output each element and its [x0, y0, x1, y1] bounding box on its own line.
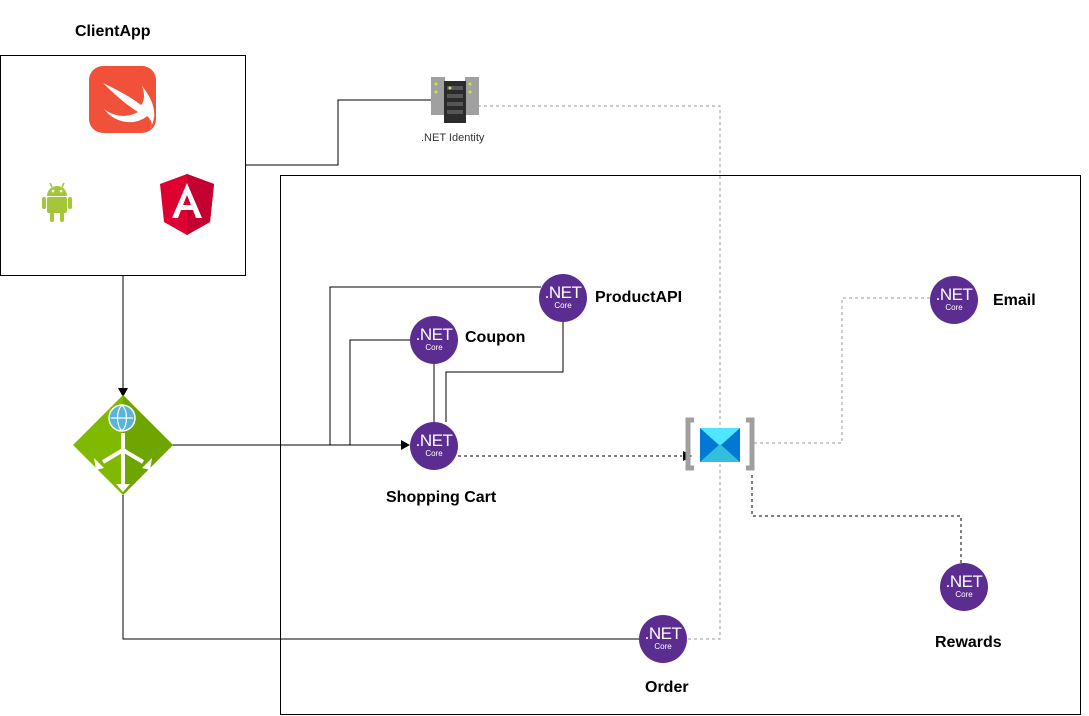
coupon-net-icon: .NET Core [410, 316, 458, 364]
angular-icon [160, 174, 214, 235]
order-label: Order [645, 679, 689, 696]
core-text: Core [425, 343, 443, 352]
net-text: .NET [644, 624, 682, 643]
coupon-label: Coupon [465, 329, 526, 346]
bus-to-rewards-line [751, 475, 962, 563]
bus-to-email-line [754, 297, 931, 444]
email-net-icon: .NET Core [930, 276, 978, 324]
rewards-net-icon: .NET Core [940, 563, 988, 611]
net-text: .NET [945, 572, 983, 591]
productapi-net-icon: .NET Core [539, 274, 587, 322]
net-text: .NET [544, 283, 582, 302]
productapi-label: ProductAPI [595, 289, 683, 306]
core-text: Core [945, 303, 963, 312]
client-to-gateway-arrow [118, 388, 128, 397]
gateway-to-order-line [122, 495, 640, 640]
core-text: Core [955, 590, 973, 599]
core-text: Core [425, 449, 443, 458]
net-text: .NET [415, 325, 453, 344]
api-gateway-icon [73, 395, 173, 495]
email-label: Email [993, 292, 1036, 309]
server-icon [431, 77, 479, 123]
identity-label: .NET Identity [421, 132, 485, 144]
cart-productapi-link [445, 320, 564, 422]
shoppingcart-net-icon: .NET Core [410, 422, 458, 470]
order-net-icon: .NET Core [639, 615, 687, 663]
net-text: .NET [415, 431, 453, 450]
client-to-identity-line [245, 99, 432, 166]
rewards-label: Rewards [935, 634, 1002, 651]
core-text: Core [554, 301, 572, 310]
productapi-to-cart-line [329, 286, 541, 445]
core-text: Core [654, 642, 672, 651]
identity-to-order-line [478, 105, 721, 640]
coupon-to-cart-line [349, 339, 410, 445]
gateway-to-cart-arrow [401, 440, 410, 450]
net-text: .NET [935, 285, 973, 304]
shoppingcart-label: Shopping Cart [386, 489, 497, 506]
service-bus-icon [685, 417, 755, 471]
swift-icon [89, 66, 156, 133]
android-icon [42, 182, 72, 222]
clientapp-title: ClientApp [75, 23, 151, 40]
